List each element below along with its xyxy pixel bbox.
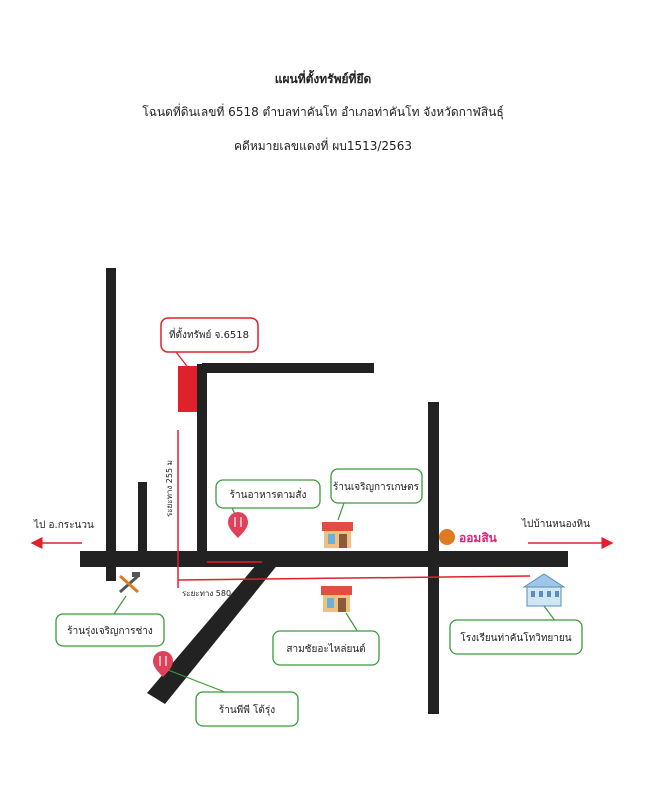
school-callout xyxy=(449,619,583,655)
hardware-shop-label: ร้านรุ่งเจริญการช่าง xyxy=(67,625,153,637)
restaurant: ร้านอาหารตามสั่ง xyxy=(215,479,321,538)
map-title: แผนที่ตั้งทรัพย์ที่ยึด xyxy=(274,72,372,86)
school-building-icon xyxy=(522,573,566,607)
road-far-left-vertical xyxy=(106,268,116,581)
road-main-horizontal xyxy=(80,551,568,567)
direction-right: ไปบ้านหนองหิน xyxy=(521,518,614,549)
direction-left: ไป อ.กระนวน xyxy=(30,519,94,549)
bank-logo-text: ออมสิน xyxy=(459,531,498,545)
distance-horizontal-label: ระยะทาง 580 ม xyxy=(182,589,239,598)
parts-shop-store-icon xyxy=(321,586,352,612)
property-label: ที่ตั้งทรัพย์ จ.6518 xyxy=(169,327,249,341)
bank-logo: ออมสิน xyxy=(439,529,498,545)
property-marker xyxy=(178,366,197,412)
road-right-vertical xyxy=(428,402,439,714)
tools-icon xyxy=(119,572,140,594)
pp-shop: ร้านพีพี โต้รุ่ง xyxy=(153,651,299,727)
route xyxy=(177,430,531,588)
road-top-horizontal xyxy=(202,363,374,373)
case-line: คดีหมายเลขแดงที่ ผบ1513/2563 xyxy=(234,139,412,153)
agri-shop-callout xyxy=(330,468,423,504)
parts-shop: สามชัยอะไหล่ยนต์ xyxy=(272,586,380,666)
restaurant-pin-icon xyxy=(228,512,248,538)
agri-shop-label: ร้านเจริญการเกษตร xyxy=(333,481,420,493)
agri-shop: ร้านเจริญการเกษตร xyxy=(322,468,423,548)
pp-shop-label: ร้านพีพี โต้รุ่ง xyxy=(219,703,275,716)
parts-shop-label: สามชัยอะไหล่ยนต์ xyxy=(286,643,365,655)
road-center-vertical xyxy=(197,364,207,552)
parts-shop-callout xyxy=(272,630,380,666)
school-label: โรงเรียนท่าคันโทวิทยายน xyxy=(460,631,571,644)
restaurant-label: ร้านอาหารตามสั่ง xyxy=(230,487,307,501)
property-callout: ที่ตั้งทรัพย์ จ.6518 xyxy=(160,317,259,371)
school: โรงเรียนท่าคันโทวิทยายน xyxy=(449,573,583,655)
roads xyxy=(80,268,568,714)
restaurant-callout xyxy=(215,479,321,509)
distance-vertical-label: ระยะทาง 255 ม xyxy=(165,460,174,517)
route-horizontal xyxy=(177,575,531,581)
deed-line: โฉนดที่ดินเลขที่ 6518 ตำบลท่าคันโท อำเภอ… xyxy=(142,105,504,119)
pp-shop-callout xyxy=(195,691,299,727)
road-diagonal xyxy=(147,558,283,704)
agri-shop-store-icon xyxy=(322,522,353,548)
hardware-shop: ร้านรุ่งเจริญการช่าง xyxy=(55,572,165,647)
direction-right-label: ไปบ้านหนองหิน xyxy=(521,518,590,530)
direction-left-label: ไป อ.กระนวน xyxy=(33,519,94,531)
hardware-shop-callout xyxy=(55,613,165,647)
road-left-stub xyxy=(138,482,147,554)
